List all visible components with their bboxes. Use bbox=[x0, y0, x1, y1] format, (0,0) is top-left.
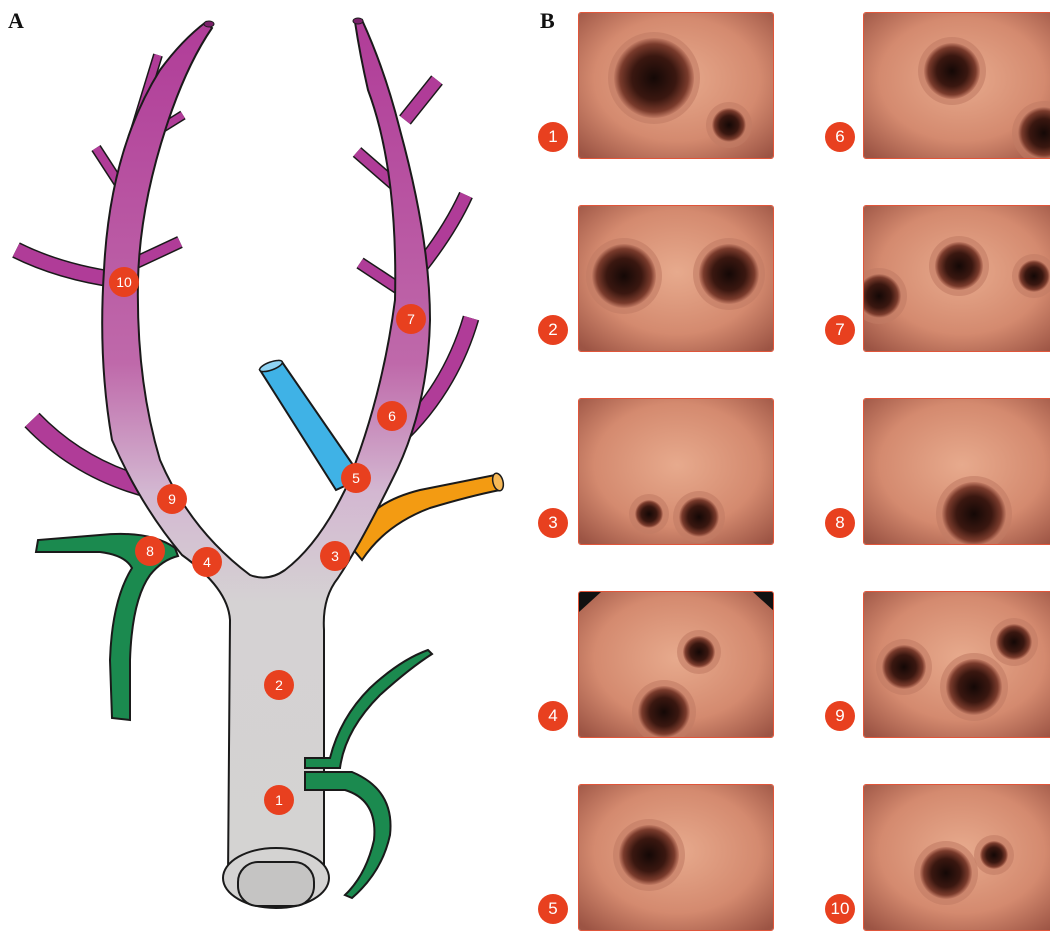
marker-8: 8 bbox=[135, 536, 165, 566]
marker-3: 3 bbox=[320, 541, 350, 571]
marker-10: 10 bbox=[109, 267, 139, 297]
endoscopy-views-panel: B 1 2 3 4 5 6 7 8 9 10 bbox=[530, 0, 1050, 926]
endoscopy-image bbox=[578, 205, 774, 352]
endoscopy-image bbox=[578, 12, 774, 159]
svg-text:10: 10 bbox=[116, 274, 132, 290]
marker-7: 7 bbox=[396, 304, 426, 334]
svg-text:2: 2 bbox=[275, 677, 283, 693]
view-number-badge: 2 bbox=[538, 315, 568, 345]
svg-text:6: 6 bbox=[388, 408, 396, 424]
endoscopy-view-6: 6 bbox=[863, 12, 1050, 159]
endoscopy-view-3: 3 bbox=[578, 398, 774, 545]
view-number-badge: 4 bbox=[538, 701, 568, 731]
endoscopy-image bbox=[578, 591, 774, 738]
endoscopy-view-9: 9 bbox=[863, 591, 1050, 738]
endoscopy-view-7: 7 bbox=[863, 205, 1050, 352]
marker-5: 5 bbox=[341, 463, 371, 493]
endoscopy-image bbox=[863, 784, 1050, 931]
marker-1: 1 bbox=[264, 785, 294, 815]
svg-text:5: 5 bbox=[352, 470, 360, 486]
endoscopy-image bbox=[863, 205, 1050, 352]
view-number-badge: 1 bbox=[538, 122, 568, 152]
panel-a-label: A bbox=[8, 8, 24, 34]
view-number-badge: 5 bbox=[538, 894, 568, 924]
view-number-badge: 3 bbox=[538, 508, 568, 538]
svg-text:1: 1 bbox=[275, 792, 283, 808]
svg-text:4: 4 bbox=[203, 554, 211, 570]
endoscopy-image bbox=[578, 398, 774, 545]
marker-4: 4 bbox=[192, 547, 222, 577]
endoscopy-view-2: 2 bbox=[578, 205, 774, 352]
view-number-badge: 9 bbox=[825, 701, 855, 731]
marker-9: 9 bbox=[157, 484, 187, 514]
endoscopy-view-1: 1 bbox=[578, 12, 774, 159]
marker-2: 2 bbox=[264, 670, 294, 700]
endoscopy-view-10: 10 bbox=[863, 784, 1050, 931]
endoscopy-view-8: 8 bbox=[863, 398, 1050, 545]
svg-text:7: 7 bbox=[407, 311, 415, 327]
endoscopy-image bbox=[578, 784, 774, 931]
marker-6: 6 bbox=[377, 401, 407, 431]
endoscopy-view-4: 4 bbox=[578, 591, 774, 738]
endoscopy-image bbox=[863, 591, 1050, 738]
view-number-badge: 10 bbox=[825, 894, 855, 924]
svg-text:9: 9 bbox=[168, 491, 176, 507]
view-number-badge: 7 bbox=[825, 315, 855, 345]
svg-text:8: 8 bbox=[146, 543, 154, 559]
airway-diagram-panel: A bbox=[0, 0, 530, 926]
view-number-badge: 8 bbox=[825, 508, 855, 538]
endoscopy-view-5: 5 bbox=[578, 784, 774, 931]
main-airway bbox=[102, 20, 430, 878]
endoscopy-image bbox=[863, 12, 1050, 159]
view-number-badge: 6 bbox=[825, 122, 855, 152]
trachea-opening bbox=[223, 848, 329, 908]
panel-b-label: B bbox=[540, 8, 555, 34]
svg-text:3: 3 bbox=[331, 548, 339, 564]
endoscopy-image bbox=[863, 398, 1050, 545]
airway-tree-diagram: 1 2 3 4 5 6 7 8 9 10 bbox=[0, 0, 530, 926]
